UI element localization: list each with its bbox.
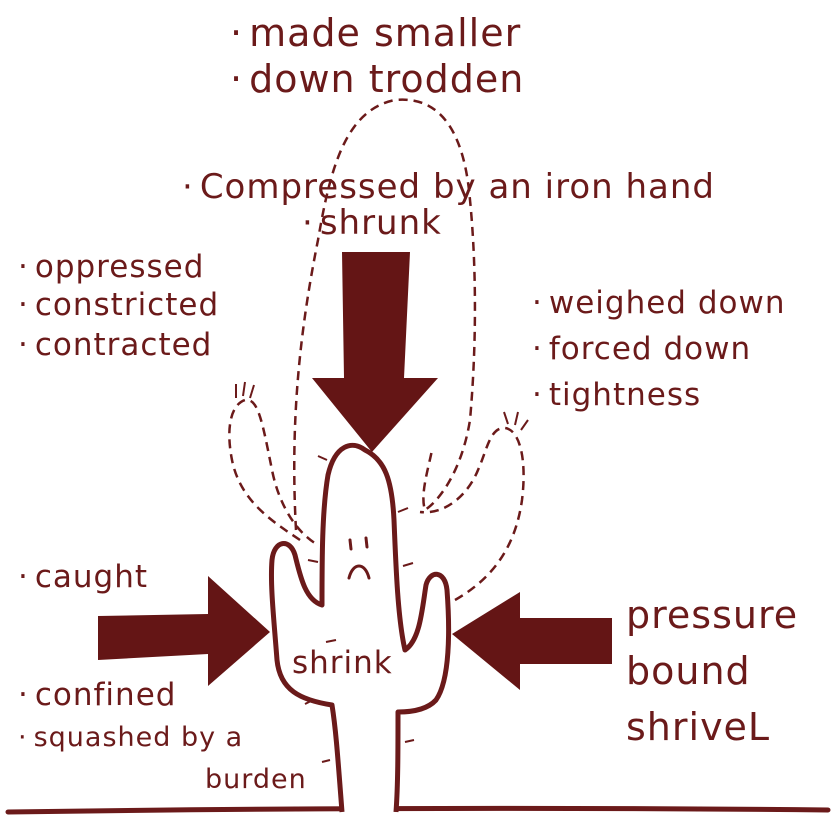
label-shrunk: ·shrunk bbox=[302, 206, 442, 240]
ground-line bbox=[8, 808, 828, 812]
label-oppressed: ·oppressed bbox=[18, 252, 204, 283]
label-bound: bound bbox=[626, 652, 751, 690]
label-forced-down: ·forced down bbox=[532, 334, 751, 365]
label-constricted: ·constricted bbox=[18, 290, 219, 321]
label-made-smaller: ·made smaller bbox=[230, 14, 521, 52]
cactus-body bbox=[271, 445, 448, 812]
label-contracted: ·contracted bbox=[18, 330, 212, 361]
label-burden: burden bbox=[205, 766, 307, 793]
label-squashed-by-a: ·squashed by a bbox=[18, 724, 243, 751]
label-confined: ·confined bbox=[18, 680, 176, 711]
arrow-down bbox=[312, 252, 438, 452]
dashed-right-spines bbox=[504, 412, 528, 430]
label-pressure: pressure bbox=[626, 596, 798, 634]
arrow-left bbox=[452, 592, 612, 690]
label-shrink: shrink bbox=[292, 648, 393, 679]
label-caught: ·caught bbox=[18, 562, 148, 593]
label-tightness: ·tightness bbox=[532, 380, 701, 411]
dashed-left-spines bbox=[236, 382, 254, 398]
label-down-trodden: ·down trodden bbox=[230, 60, 524, 98]
label-compressed-by-an-iron-hand: ·Compressed by an iron hand bbox=[182, 170, 715, 204]
label-shrivel: shriveL bbox=[626, 708, 770, 746]
dashed-former-left-arm bbox=[229, 400, 318, 545]
label-weighed-down: ·weighed down bbox=[532, 288, 785, 319]
